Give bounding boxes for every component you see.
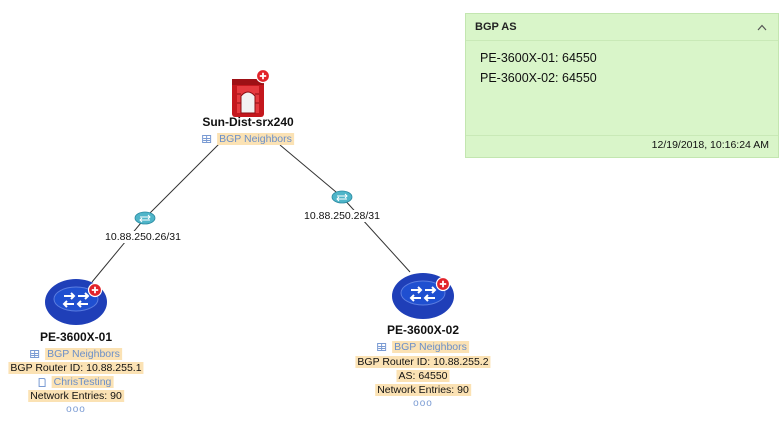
device-name[interactable]: PE-3600X-01	[39, 330, 113, 344]
alert-plus-icon	[87, 282, 103, 298]
connection-label: 10.88.250.26/31	[104, 231, 182, 243]
more-dots-icon[interactable]: ooo	[413, 398, 433, 409]
chris-testing-link[interactable]: ChrisTesting	[38, 376, 114, 388]
alert-plus-icon	[255, 68, 271, 84]
panel-timestamp: 12/19/2018, 10:16:24 AM	[466, 135, 778, 157]
bgp-neighbors-link[interactable]: BGP Neighbors	[377, 341, 469, 353]
network-entries: Network Entries: 90	[375, 384, 471, 396]
bgp-neighbors-label[interactable]: BGP Neighbors	[45, 348, 122, 360]
table-icon	[202, 135, 212, 143]
device-name[interactable]: Sun-Dist-srx240	[202, 115, 294, 129]
connection-line	[91, 217, 146, 283]
connection-label: 10.88.250.28/31	[303, 210, 381, 222]
bgp-neighbors-label[interactable]: BGP Neighbors	[392, 341, 469, 353]
document-icon	[38, 377, 46, 387]
link-switch-icon[interactable]	[134, 211, 156, 225]
as-row: PE-3600X-02: 64550	[480, 71, 597, 85]
chris-testing-label[interactable]: ChrisTesting	[51, 376, 114, 388]
panel-header[interactable]: BGP AS	[466, 14, 778, 41]
firewall-icon[interactable]	[232, 79, 264, 117]
panel-body: PE-3600X-01: 64550 PE-3600X-02: 64550	[466, 41, 778, 95]
bgp-router-id: BGP Router ID: 10.88.255.1	[8, 362, 144, 374]
chevron-up-icon	[757, 24, 767, 30]
table-icon	[30, 350, 40, 358]
bgp-neighbors-link[interactable]: BGP Neighbors	[202, 133, 294, 145]
link-switch-icon[interactable]	[331, 190, 353, 204]
table-icon	[377, 343, 387, 351]
device-name[interactable]: PE-3600X-02	[386, 323, 460, 337]
connection-line	[279, 144, 343, 198]
collapse-button[interactable]	[755, 20, 769, 34]
bgp-neighbors-label[interactable]: BGP Neighbors	[217, 133, 294, 145]
connection-line	[144, 134, 229, 219]
network-entries: Network Entries: 90	[28, 390, 124, 402]
bgp-router-id: BGP Router ID: 10.88.255.2	[355, 356, 491, 368]
panel-title: BGP AS	[475, 21, 517, 33]
alert-plus-icon	[435, 276, 451, 292]
bgp-neighbors-link[interactable]: BGP Neighbors	[30, 348, 122, 360]
as-row: PE-3600X-01: 64550	[480, 51, 597, 65]
bgp-as-panel: BGP AS PE-3600X-01: 64550 PE-3600X-02: 6…	[465, 13, 779, 158]
more-dots-icon[interactable]: ooo	[66, 404, 86, 415]
connection-line	[341, 196, 411, 273]
as-number: AS: 64550	[396, 370, 450, 382]
